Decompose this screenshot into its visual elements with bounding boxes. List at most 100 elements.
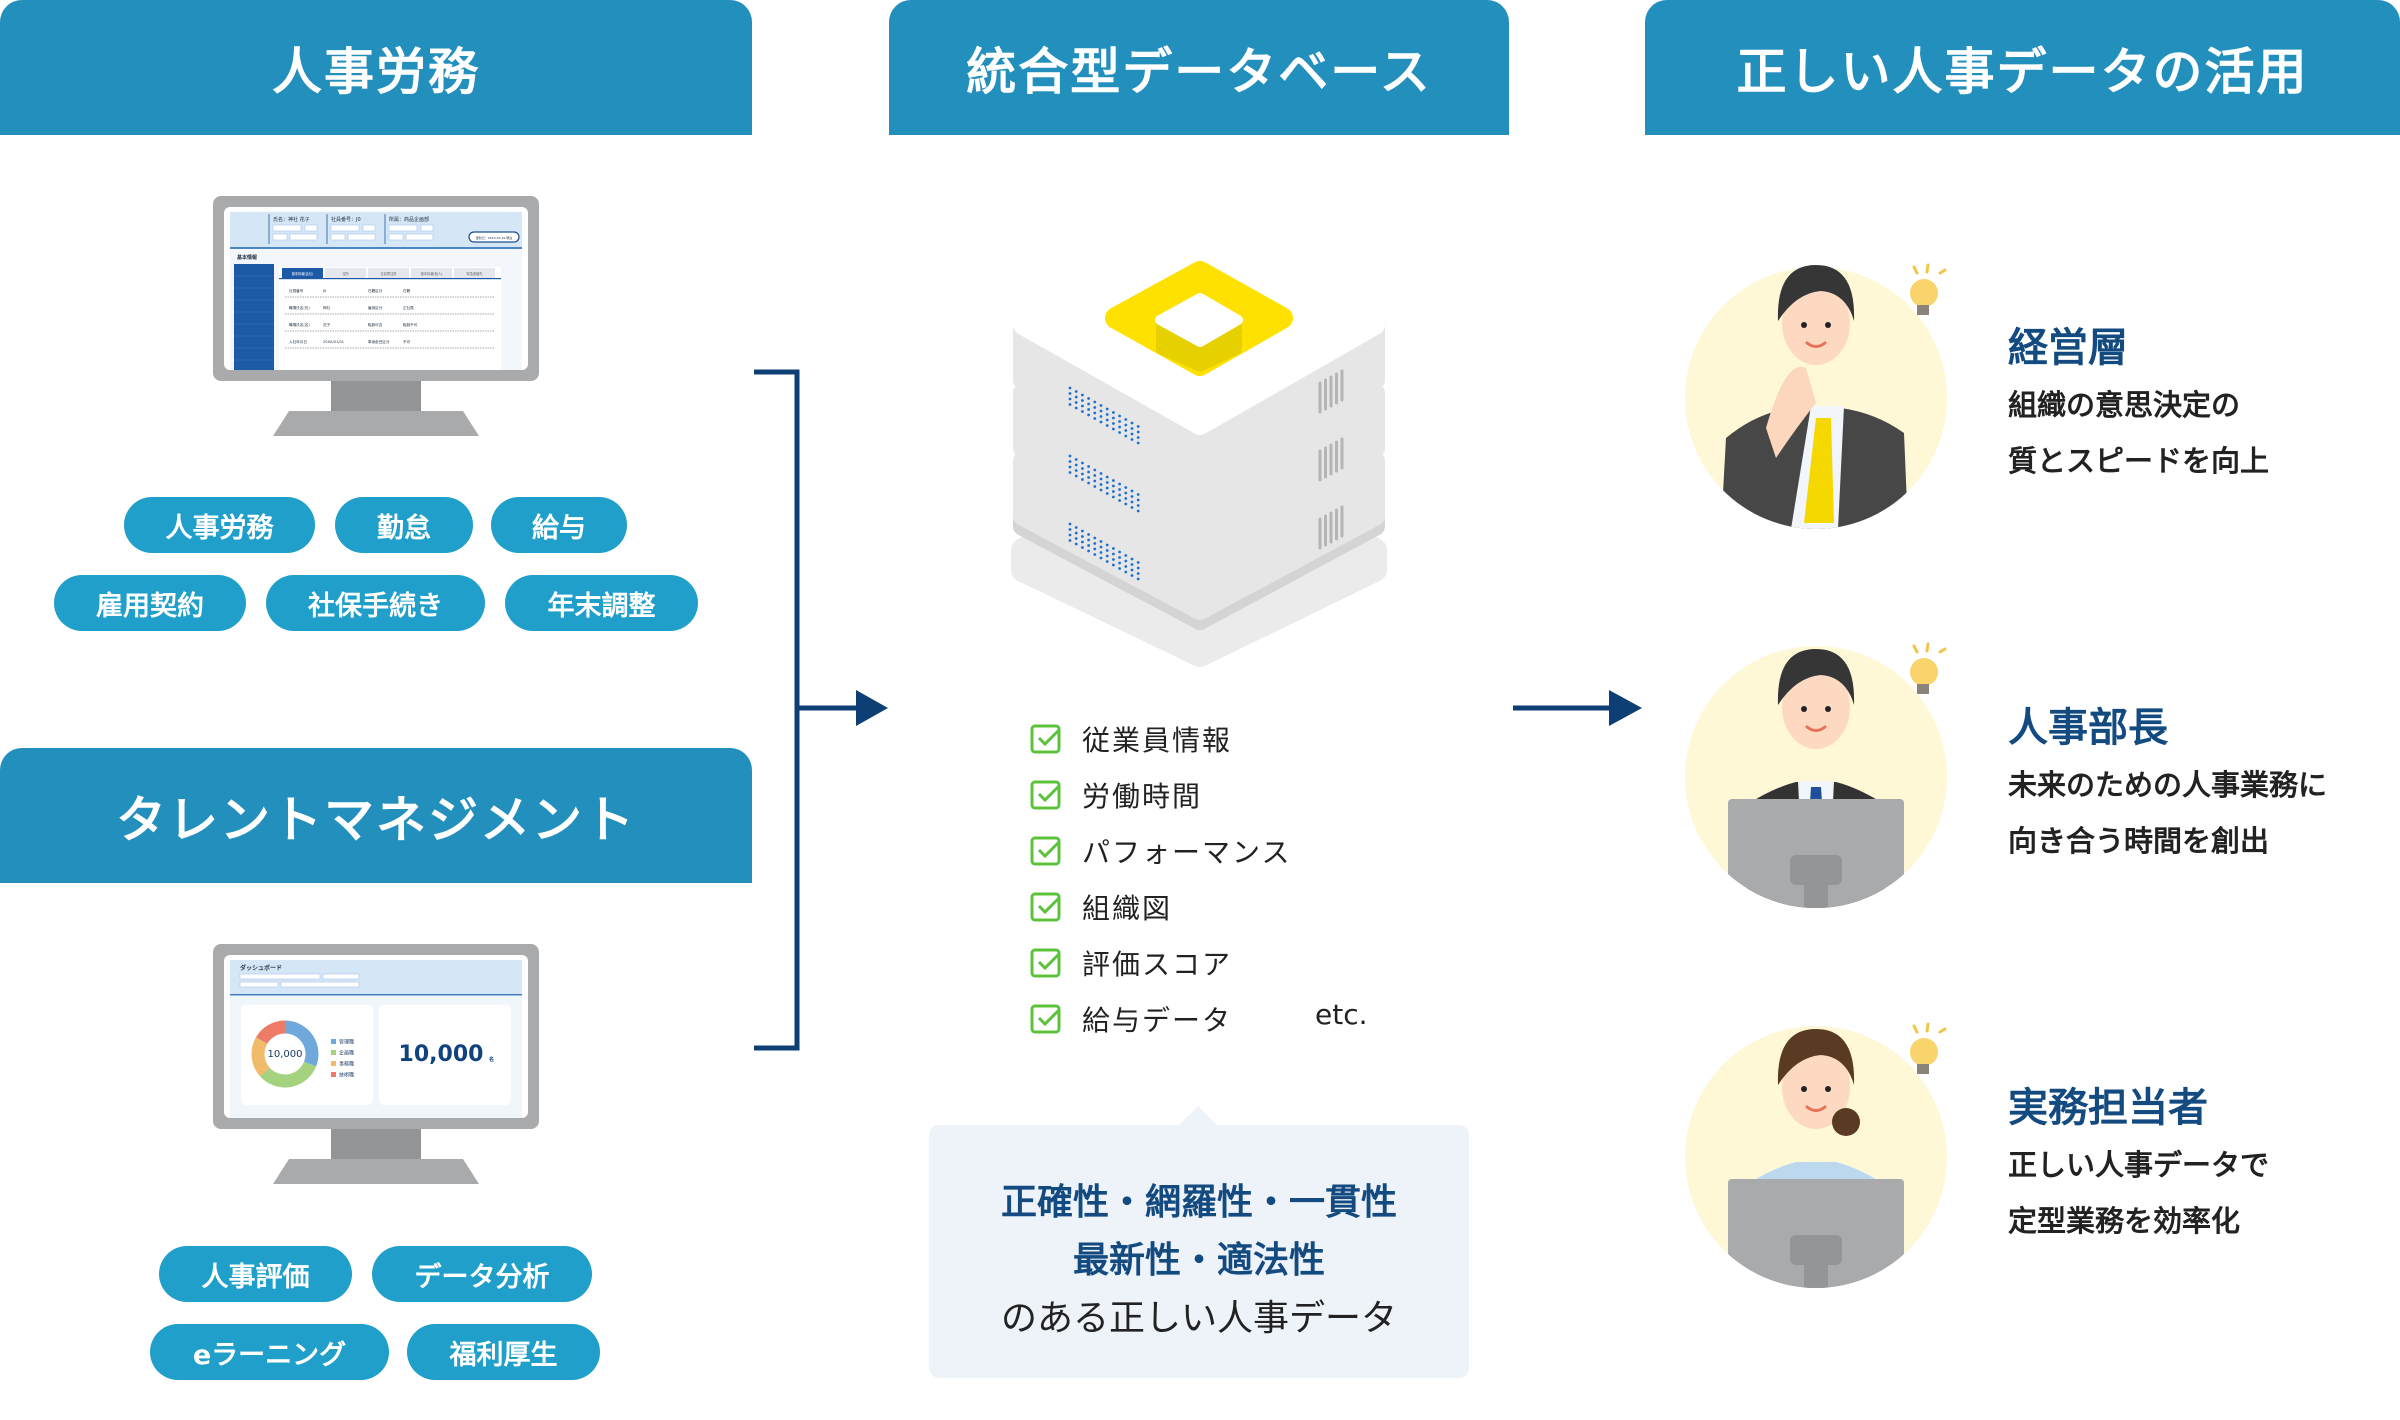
checkbox-checked-icon (1030, 892, 1061, 922)
server-led-dot (1118, 420, 1121, 423)
checkbox-checked-icon (1030, 836, 1061, 866)
server-led-dot (1074, 390, 1078, 393)
server-led-dot (1130, 489, 1134, 493)
legend-label: 企画職 (339, 1050, 354, 1057)
quality-line-2: 最新性・適法性 (1072, 1240, 1325, 1281)
server-led-dot (1087, 549, 1090, 553)
server-led-dot (1105, 424, 1109, 427)
server-led-dot (1105, 486, 1109, 490)
monitor-tab-label: 住民票住所 (381, 271, 398, 276)
arrow-head-icon (856, 690, 888, 726)
monitor-cell: 雇用区分 (368, 305, 383, 310)
server-led-dot (1124, 497, 1128, 500)
server-led-dot (1093, 485, 1097, 488)
server-led-dot (1087, 470, 1090, 474)
server-led-dot (1081, 535, 1084, 538)
employee-count: 10,000 (399, 1042, 484, 1067)
server-led-dot (1130, 500, 1134, 504)
monitor-cell: 20XX/01/01 (323, 340, 344, 344)
tag-jinji-roumu: 人事労務 (124, 497, 315, 553)
persona-text: 正しい人事データで (2008, 1148, 2270, 1182)
server-led-dot (1081, 540, 1084, 544)
checkbox-checked-icon (1030, 724, 1061, 754)
database-server-icon (1011, 250, 1387, 667)
server-led-dot (1081, 467, 1084, 470)
server-led-dot (1081, 472, 1084, 476)
server-led-dot (1136, 430, 1140, 434)
server-led-dot (1099, 551, 1103, 554)
monitor-cell: 在籍 (403, 288, 411, 293)
tag-data-bunseki: データ分析 (372, 1246, 592, 1302)
server-led-dot (1074, 531, 1078, 535)
monitor-cell: 神社 (323, 305, 331, 310)
server-led-dot (1124, 423, 1128, 427)
server-led-dot (1124, 565, 1128, 568)
persona-text: 組織の意思決定の (2008, 388, 2241, 422)
server-led-dot (1068, 386, 1072, 390)
legend-label: 事務職 (339, 1061, 354, 1068)
server-led-dot (1130, 568, 1134, 572)
server-led-dot (1105, 413, 1109, 416)
tag-kyuyo: 給与 (491, 497, 627, 553)
monitor-section-title: 基本情報 (236, 254, 258, 261)
server-led-dot (1074, 401, 1078, 404)
database-item-label: 従業員情報 (1082, 724, 1233, 757)
donut-segment (251, 1037, 271, 1077)
monitor-cell: 単身赴任区分 (368, 339, 390, 344)
server-led-dot (1124, 491, 1128, 495)
monitor-cell: 正社員 (403, 305, 414, 310)
server-led-dot (1105, 554, 1109, 558)
server-led-dot (1081, 410, 1084, 413)
server-led-dot (1099, 483, 1103, 486)
header-talent: タレントマネジメント (0, 748, 752, 883)
face (1782, 665, 1850, 749)
persona-text: 向き合う時間を創出 (2008, 824, 2270, 858)
server-led-dot (1087, 413, 1090, 417)
lightbulb-icon (1910, 263, 1947, 315)
dashboard-title: ダッシュボード (240, 964, 282, 972)
server-led-dot (1068, 397, 1072, 401)
server-led-dot (1068, 392, 1072, 395)
monitor-tab (282, 268, 323, 278)
server-led-dot (1118, 488, 1121, 491)
server-led-dot (1093, 553, 1097, 556)
server-led-dot (1124, 554, 1128, 557)
server-led-dot (1087, 544, 1090, 547)
server-led-dot (1081, 404, 1084, 408)
persona-title-hr-manager: 人事部長 (2008, 705, 2168, 751)
server-led-dot (1093, 479, 1097, 483)
server-led-dot (1136, 498, 1140, 502)
server-led-dot (1087, 397, 1090, 400)
legend-label: 管理職 (339, 1039, 354, 1046)
server-led-dot (1130, 557, 1134, 561)
legend-swatch (331, 1072, 336, 1077)
server-led-dot (1118, 499, 1121, 502)
checkbox-checked-icon (1030, 780, 1061, 810)
server-led-dot (1118, 493, 1121, 497)
server-led-dot (1105, 549, 1109, 552)
lightbulb-icon (1910, 1022, 1947, 1074)
server-led-dot (1074, 395, 1078, 399)
server-led-dot (1105, 475, 1109, 479)
monitor-field: 所属：商品企画部 (389, 216, 429, 223)
server-led-dot (1124, 486, 1128, 489)
server-led-dot (1136, 509, 1140, 513)
database-item-label: 評価スコア (1082, 948, 1233, 981)
monitor-cell: 職場氏名(名) (289, 322, 310, 327)
server-led-dot (1081, 399, 1084, 402)
server-led-dot (1112, 563, 1115, 567)
server-led-dot (1099, 488, 1103, 492)
tag-kintai: 勤怠 (335, 497, 473, 553)
database-item: 労働時間 (1030, 775, 1202, 815)
server-led-dot (1099, 545, 1103, 549)
server-led-dot (1112, 484, 1115, 488)
server-led-dot (1112, 422, 1115, 425)
server-led-dot (1074, 542, 1078, 546)
tag-shaho-tetsuzuki: 社保手続き (266, 575, 485, 631)
etc-label: etc. (1315, 998, 1368, 1031)
face (1782, 281, 1850, 365)
server-led-dot (1074, 458, 1078, 461)
monitor-tab-label: 住所 (342, 271, 349, 276)
monitor-cell: 転勤可否 (368, 322, 383, 327)
